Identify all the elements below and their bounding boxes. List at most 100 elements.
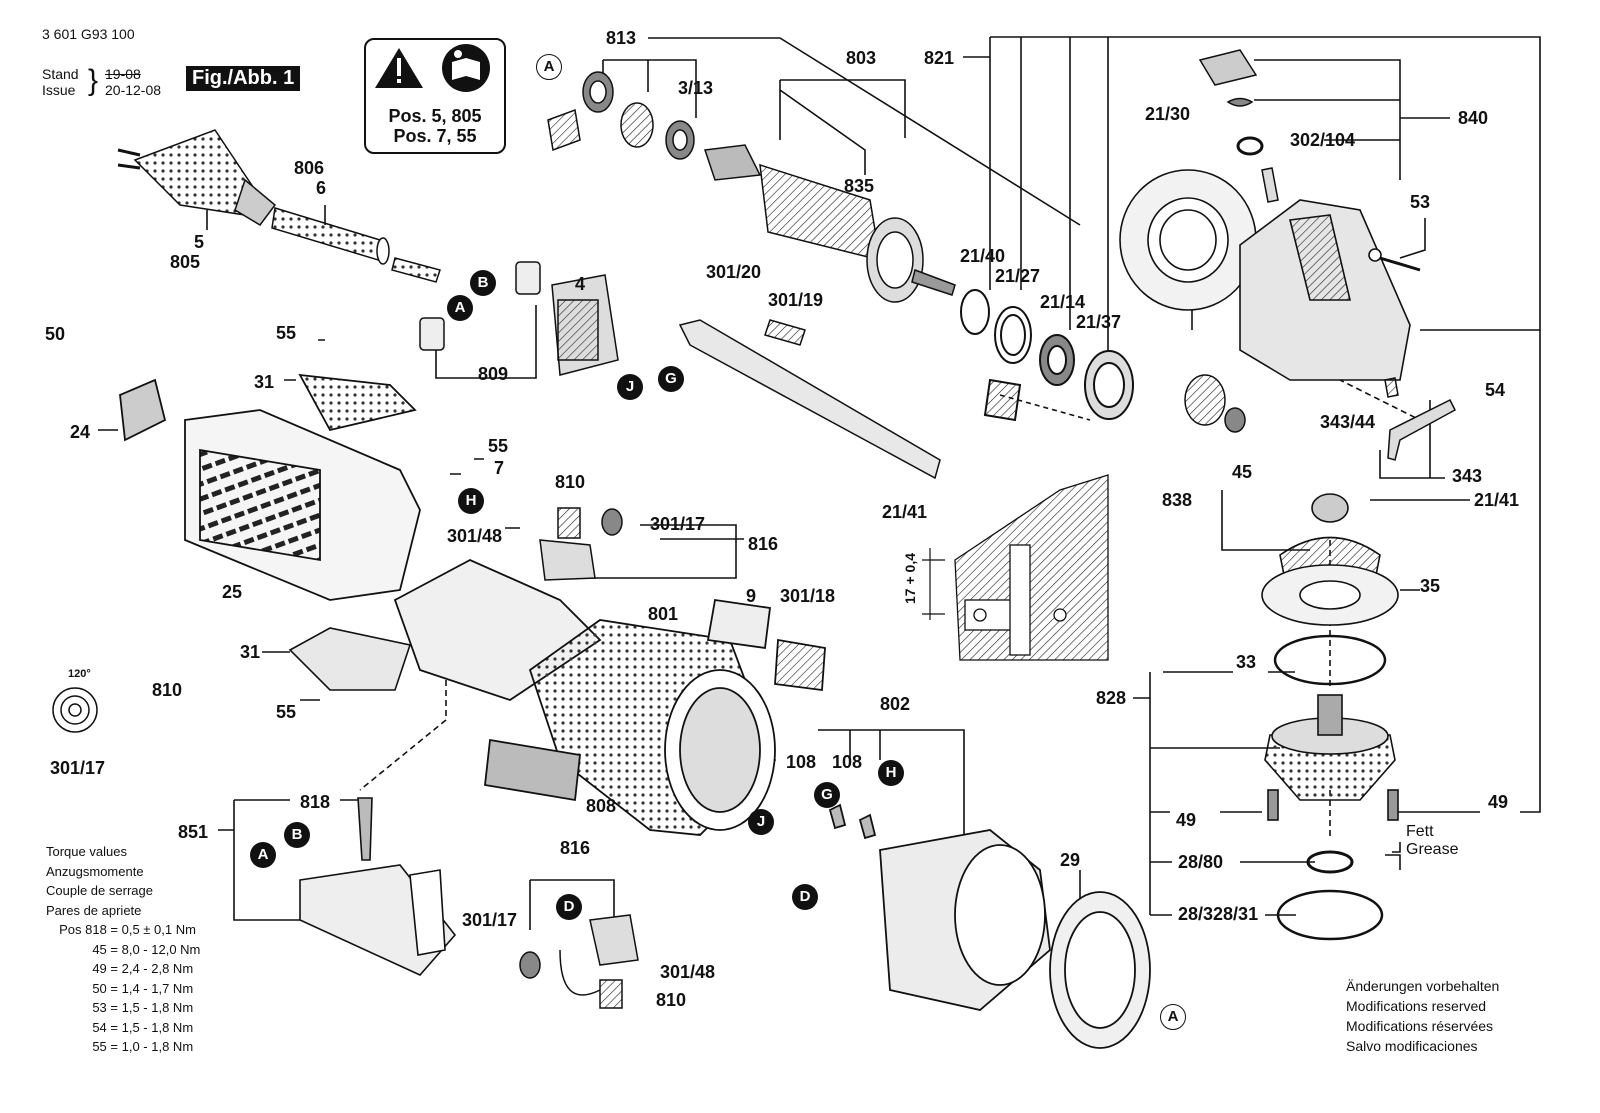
label-31-top: 31 (254, 372, 275, 392)
label-7: 7 (494, 458, 505, 478)
torque-value: 2,4 - 2,8 Nm (121, 961, 194, 976)
torque-pos: 45 = (92, 941, 118, 957)
label-49-left: 49 (1176, 810, 1197, 830)
brush-holder-bottom (519, 914, 639, 1009)
modifications-note: Änderungen vorbehalten Modifications res… (1346, 976, 1499, 1056)
label-21-41-right: 21/41 (1474, 490, 1520, 510)
label-6: 6 (316, 178, 327, 198)
label-301-48-bottom: 301/48 (660, 962, 716, 982)
callout-a-bottom: A (1160, 1004, 1186, 1030)
label-810-bottom: 810 (656, 990, 687, 1010)
callout-b-base: B (284, 822, 310, 848)
label-4: 4 (575, 274, 586, 294)
label-343: 343 (1452, 466, 1483, 486)
label-343-44: 343/44 (1320, 412, 1376, 432)
label-35: 35 (1420, 576, 1441, 596)
label-21-41-detail: 21/41 (882, 502, 928, 522)
label-49-right: 49 (1488, 792, 1509, 812)
label-55-mid: 55 (488, 436, 509, 456)
callout-d-brush: D (556, 894, 582, 920)
torque-title-es: Pares de apriete (46, 902, 142, 918)
label-5: 5 (194, 232, 205, 252)
bearing-parts (547, 71, 695, 160)
label-25: 25 (222, 582, 243, 602)
label-302-104: 302/104 (1290, 130, 1356, 150)
label-21-30: 21/30 (1145, 104, 1191, 124)
label-835: 835 (844, 176, 875, 196)
warning-icons (375, 44, 490, 92)
label-45: 45 (1232, 462, 1253, 482)
label-grease: Grease (1406, 841, 1459, 858)
callout-a-plug: A (447, 295, 473, 321)
label-851: 851 (178, 822, 209, 842)
label-301-18: 301/18 (780, 586, 836, 606)
label-53: 53 (1410, 192, 1431, 212)
torque-title-en: Torque values (46, 844, 127, 859)
warning-box: Pos. 5, 805 Pos. 7, 55 (364, 38, 506, 154)
label-810-left: 810 (152, 680, 183, 700)
callout-j-switch: J (617, 374, 643, 400)
torque-row: 53 = 1,5 - 1,8 Nm (46, 998, 200, 1018)
label-810-top: 810 (555, 472, 586, 492)
label-805: 805 (170, 252, 201, 272)
label-120-deg: 120° (68, 668, 91, 680)
label-55-top: 55 (276, 323, 297, 343)
torque-pos: 49 = (92, 961, 118, 976)
label-803: 803 (846, 48, 877, 68)
callout-h-brush: H (458, 488, 484, 514)
figure-badge: Fig./Abb. 1 (186, 66, 301, 91)
label-301-19: 301/19 (768, 290, 824, 310)
modifications-es: Salvo modificaciones (1346, 1038, 1478, 1054)
label-21-27: 21/27 (995, 266, 1041, 286)
plug-part (117, 129, 441, 283)
label-301-17-bottom: 301/17 (462, 910, 518, 930)
label-301-20: 301/20 (706, 262, 762, 282)
torque-pos: 55 = (92, 1039, 118, 1054)
label-50: 50 (45, 324, 66, 344)
callout-h-stator: H (878, 760, 904, 786)
torque-value: 1,5 - 1,8 Nm (121, 1019, 194, 1035)
issue-value: 20-12-08 (105, 82, 162, 98)
torque-row: 45 = 8,0 - 12,0 Nm (46, 940, 200, 960)
torque-row: Pos 818 = 0,5 ± 0,1 Nm (46, 920, 200, 940)
label-21-37: 21/37 (1076, 312, 1122, 332)
lower-cover-part (288, 627, 412, 691)
label-24: 24 (70, 422, 91, 442)
label-809: 809 (478, 364, 509, 384)
label-3-13: 3/13 (678, 78, 714, 98)
pinion-part (1184, 374, 1246, 433)
torque-row: 49 = 2,4 - 2,8 Nm (46, 959, 200, 979)
spindle-lock-parts (1198, 49, 1279, 203)
callout-a-base: A (250, 842, 276, 868)
label-802: 802 (880, 694, 911, 714)
label-816-bottom: 816 (560, 838, 591, 858)
torque-title-de: Anzugsmomente (46, 863, 144, 879)
torque-value: 1,5 - 1,8 Nm (121, 1000, 194, 1015)
torque-value: 1,0 - 1,8 Nm (121, 1039, 194, 1054)
label-21-14: 21/14 (1040, 292, 1086, 312)
spring-part (52, 687, 98, 733)
rear-cover-part (119, 373, 421, 601)
modifications-de: Änderungen vorbehalten (1346, 978, 1500, 994)
label-840: 840 (1458, 108, 1489, 128)
label-816-top: 816 (748, 534, 779, 554)
modifications-en: Modifications reserved (1346, 998, 1487, 1014)
ring-parts (960, 289, 1134, 422)
brace: } (88, 64, 99, 97)
callout-g-switch: G (658, 366, 684, 392)
label-54: 54 (1485, 380, 1506, 400)
warning-pos-line2: Pos. 7, 55 (393, 126, 477, 146)
torque-pos: 53 = (92, 1000, 118, 1015)
motor-housing-part (393, 558, 826, 836)
label-108-a: 108 (786, 752, 817, 772)
label-29: 29 (1060, 850, 1081, 870)
label-301-17-top: 301/17 (650, 514, 706, 534)
callout-a-top: A (536, 54, 562, 80)
switch-rod-part (678, 319, 941, 480)
label-828: 828 (1096, 688, 1127, 708)
callout-j-stator: J (748, 809, 774, 835)
label-28-80: 28/80 (1178, 852, 1224, 872)
label-55-bottom: 55 (276, 702, 297, 722)
